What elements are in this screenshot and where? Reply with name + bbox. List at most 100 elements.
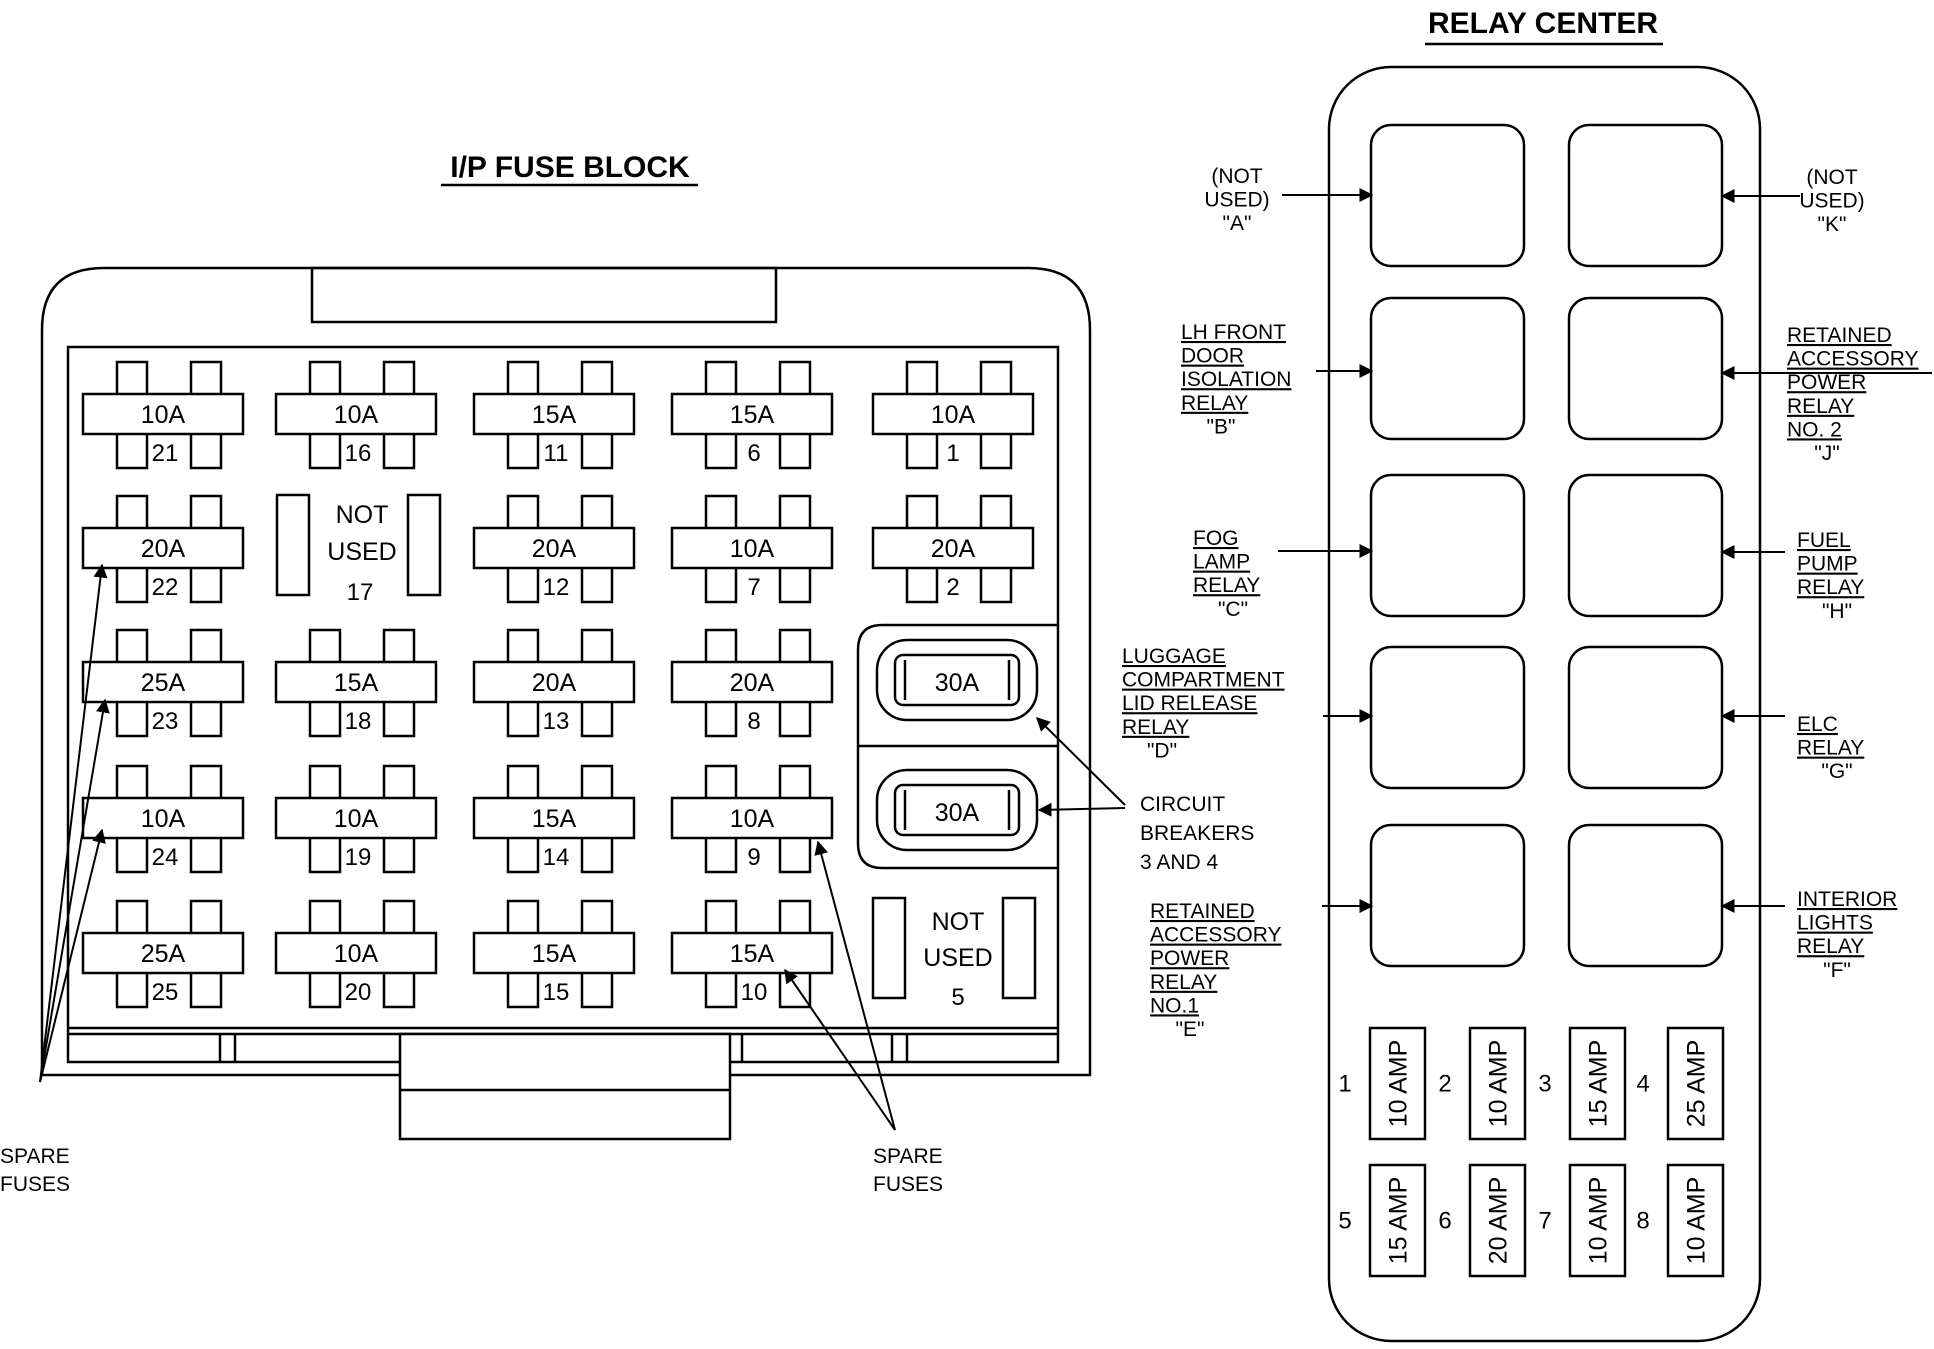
mini-fuse-amp: 20 AMP: [1485, 1177, 1513, 1265]
fuse-body: [472, 931, 636, 975]
fuse-amp: 15A: [730, 401, 775, 429]
not-used-label: NOT: [932, 908, 985, 936]
mini-fuse-body: [1468, 1026, 1527, 1141]
fuse-terminal: [506, 834, 540, 874]
fuse-terminal: [382, 834, 416, 874]
spare-fuses-left-callout: SPARE FUSES: [0, 563, 110, 1196]
fuse-number: 15: [543, 979, 570, 1006]
fuse-terminal: [778, 899, 812, 937]
not-used-label: USED: [923, 944, 992, 972]
fuse-terminal: [979, 360, 1013, 398]
fuse-number: 6: [747, 440, 760, 467]
fuse-body: [670, 526, 834, 570]
breaker-label-line: BREAKERS: [1140, 822, 1254, 845]
fuse-amp: 10A: [931, 401, 976, 429]
fuse-number: 23: [152, 708, 179, 735]
fuse-slot-terminal: [871, 896, 907, 1000]
fuse-amp: 20A: [730, 669, 775, 697]
fuse-amp: 20A: [532, 535, 577, 563]
fuse-amp: 20A: [141, 535, 186, 563]
fuse-amp: 10A: [141, 401, 186, 429]
fuse-number: 13: [543, 708, 570, 735]
spare-fuses-label: SPARE: [873, 1145, 943, 1168]
fuse-terminal: [115, 564, 149, 604]
relay-label-line: DOOR: [1181, 345, 1244, 368]
relay-label-line: "F": [1823, 959, 1851, 982]
fuse-number: 5: [951, 984, 964, 1011]
mini-fuse-number: 8: [1636, 1208, 1649, 1235]
fuse-terminal: [506, 899, 540, 937]
relay-label-line: ACCESSORY: [1787, 348, 1919, 371]
fuse-terminal: [778, 764, 812, 802]
fuse-amp: 25A: [141, 940, 186, 968]
relay-socket-a: [1369, 123, 1526, 268]
fuse-terminal: [506, 764, 540, 802]
mini-fuse-amp: 10 AMP: [1385, 1040, 1413, 1128]
fuse-body: [274, 660, 438, 704]
fuse-terminal: [979, 430, 1013, 470]
breaker-label-line: CIRCUIT: [1140, 793, 1225, 816]
relay-label-line: "A": [1223, 212, 1252, 235]
mini-fuse-amp: 25 AMP: [1683, 1040, 1711, 1128]
relay-label-line: "B": [1207, 415, 1236, 438]
relay-center-title: RELAY CENTER: [1428, 7, 1658, 40]
mini-fuse-body: [1368, 1163, 1427, 1278]
fuse-terminal: [905, 494, 939, 532]
fuse-terminal: [704, 360, 738, 398]
fuse-terminal: [506, 430, 540, 470]
fuse-terminal: [189, 969, 223, 1009]
fuse-body: [871, 392, 1035, 436]
fuse-terminal: [506, 564, 540, 604]
mini-fuse-body: [1568, 1163, 1627, 1278]
fuse-amp: 10A: [334, 805, 379, 833]
fuse-terminal: [308, 628, 342, 666]
relay-socket-g: [1567, 645, 1724, 790]
relay-grid: [1369, 123, 1724, 968]
breaker-outline: [875, 638, 1039, 722]
relay-label-line: RELAY: [1181, 392, 1248, 415]
fuse-terminal: [905, 564, 939, 604]
fuse-block-title: I/P FUSE BLOCK: [450, 151, 690, 184]
fuse-terminal: [979, 494, 1013, 532]
fuse-slot-terminal: [1001, 896, 1037, 1000]
fuse-terminal: [115, 834, 149, 874]
fuse-terminal: [382, 430, 416, 470]
fuse-terminal: [580, 764, 614, 802]
fuse-terminal: [580, 628, 614, 666]
mini-fuse-body: [1666, 1026, 1725, 1141]
fuse-body: [274, 392, 438, 436]
spare-arrow: [39, 563, 108, 1083]
fuse-terminal: [115, 494, 149, 532]
relay-center-housing: [1327, 65, 1762, 1343]
relay-label-line: FOG: [1193, 527, 1239, 550]
fuse-number: 21: [152, 440, 179, 467]
relay-label-line: RELAY: [1797, 737, 1864, 760]
fuse-terminal: [308, 834, 342, 874]
fuse-terminal: [580, 494, 614, 532]
fuse-terminal: [308, 698, 342, 738]
fuse-number: 11: [544, 440, 569, 467]
fuse-number: 18: [345, 708, 372, 735]
relay-socket-b: [1369, 296, 1526, 441]
relay-label-line: NO. 2: [1787, 418, 1842, 441]
fuse-terminal: [115, 764, 149, 802]
fuse-terminal: [189, 698, 223, 738]
fuse-terminal: [115, 899, 149, 937]
fuse-body: [81, 392, 245, 436]
fuse-amp: 25A: [141, 669, 186, 697]
relay-label-line: COMPARTMENT: [1122, 669, 1285, 692]
relay-label-line: RETAINED: [1787, 324, 1892, 347]
relay-label-line: (NOT: [1211, 165, 1262, 188]
relay-label-line: NO.1: [1150, 994, 1199, 1017]
